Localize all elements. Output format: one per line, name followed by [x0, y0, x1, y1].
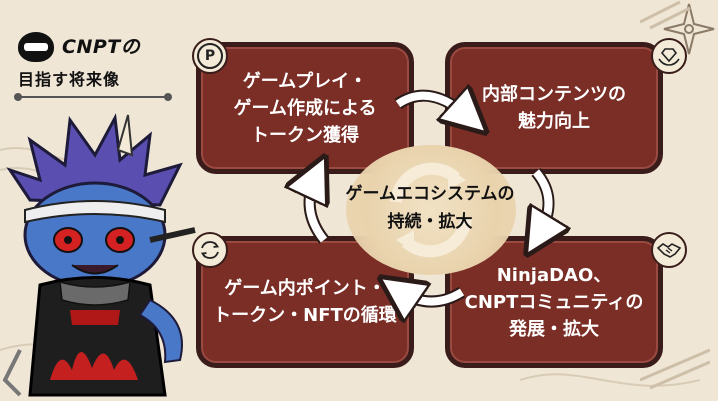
- box-community-growth: NinjaDAO、 CNPTコミュニティの 発展・拡大: [445, 236, 663, 368]
- ninja-character: [2, 113, 196, 397]
- box-text-line: ゲーム内ポイント・: [224, 278, 386, 299]
- box-text-line: 内部コンテンツの: [482, 84, 626, 105]
- decorative-lines: [640, 348, 710, 390]
- box-text-line: ゲームプレイ・: [242, 70, 368, 92]
- box-text-line: NinjaDAO、: [496, 264, 612, 286]
- cycle-arrows-icon: [192, 232, 228, 268]
- cycle-arrows-icon: [390, 162, 472, 258]
- logo-title: CNPTの: [62, 36, 141, 58]
- center-text-line: 持続・拡大: [387, 212, 473, 232]
- token-coin-icon: P: [192, 38, 228, 74]
- center-text-line: ゲームエコシステムの: [345, 184, 515, 204]
- logo-divider: [14, 93, 172, 101]
- box-text-line: トークン・NFTの循環: [213, 305, 397, 326]
- logo-subtitle: 目指す将来像: [18, 70, 121, 89]
- box-text-line: CNPTコミュニティの: [464, 291, 644, 313]
- logo: CNPTの 目指す将来像: [14, 28, 184, 108]
- handshake-icon: [651, 232, 687, 268]
- box-text-line: 魅力向上: [518, 111, 590, 132]
- decorative-lines: [640, 0, 691, 30]
- box-text-line: トークン獲得: [251, 124, 359, 146]
- gem-hands-icon: [651, 38, 687, 74]
- box-content-appeal: 内部コンテンツの 魅力向上: [445, 42, 663, 174]
- ninja-mask-icon: [18, 32, 54, 62]
- center-title: ゲームエコシステムの 持続・拡大: [330, 180, 530, 236]
- box-text-line: ゲーム作成による: [233, 97, 377, 119]
- shuriken-icon: [663, 3, 715, 55]
- box-text-line: 発展・拡大: [509, 318, 599, 340]
